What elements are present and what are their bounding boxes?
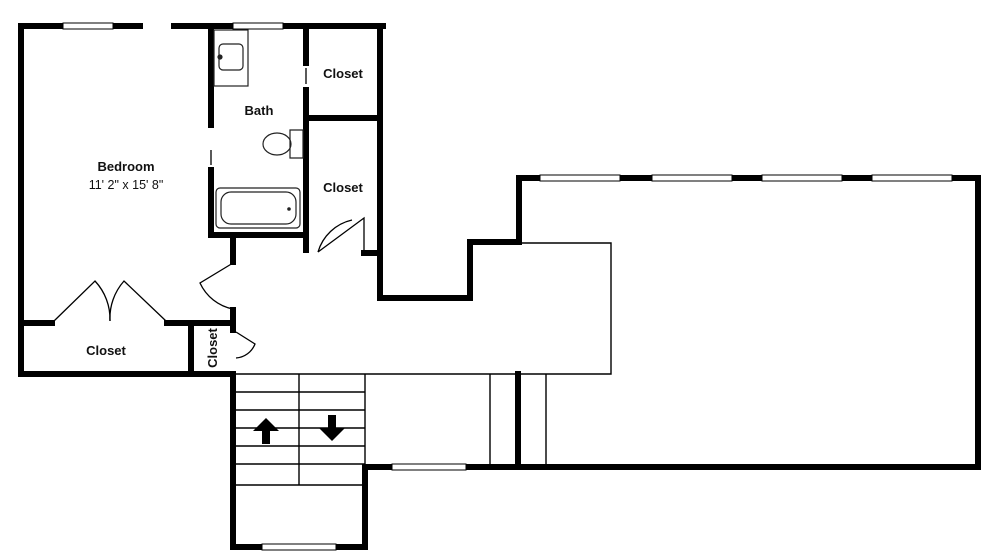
drain-icon <box>287 207 291 211</box>
bath-fixtures <box>213 29 304 229</box>
door-swing <box>199 262 234 310</box>
window <box>761 174 843 182</box>
bathtub-icon <box>215 187 301 229</box>
window <box>651 174 733 182</box>
door-swing <box>53 280 111 322</box>
window <box>261 543 337 551</box>
closet-label-mid: Closet <box>323 180 363 195</box>
landing-wall <box>377 175 981 470</box>
door-swing <box>235 331 256 359</box>
door-jamb <box>210 68 307 165</box>
bathtub-inner <box>220 191 297 225</box>
vanity <box>213 29 249 87</box>
windows <box>62 22 953 551</box>
door-swing <box>109 280 167 322</box>
window <box>232 22 284 30</box>
window <box>62 22 114 30</box>
bath-label: Bath <box>245 103 274 118</box>
arrow-up-icon <box>253 418 279 444</box>
window <box>391 463 467 471</box>
thin-lines <box>233 242 612 486</box>
closet-label-bottom: Closet <box>86 343 126 358</box>
loft-outline <box>235 242 612 375</box>
closet-label-top: Closet <box>323 66 363 81</box>
bedroom-label: Bedroom <box>97 159 154 174</box>
window <box>871 174 953 182</box>
walls <box>18 23 981 550</box>
toilet-icon <box>289 129 304 159</box>
door-swing <box>317 219 353 253</box>
toilet-bowl-icon <box>262 132 292 156</box>
doors <box>53 25 365 359</box>
door-swing <box>317 216 365 253</box>
faucet-icon <box>217 54 223 60</box>
sink-icon <box>218 43 244 71</box>
window <box>539 174 621 182</box>
arrow-down-icon <box>319 415 345 441</box>
bedroom-dimensions: 11' 2" x 15' 8" <box>89 178 164 192</box>
closet-label-small: Closet <box>205 327 220 367</box>
